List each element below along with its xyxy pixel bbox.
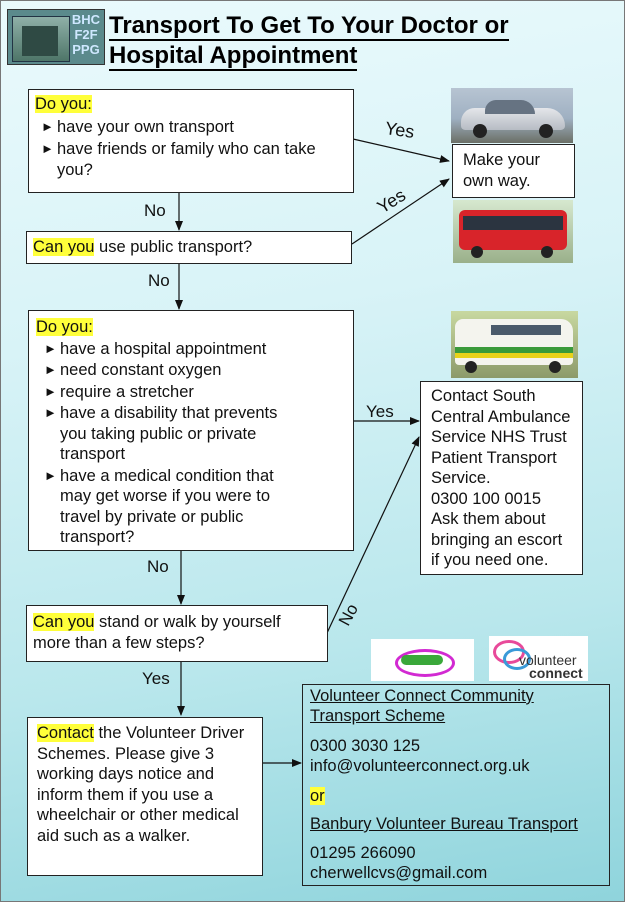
result-own-way: Make your own way. (452, 144, 575, 198)
list-item: need constant oxygen (44, 360, 304, 381)
ambulance-phone: 0300 100 0015 (431, 489, 542, 508)
question-medical-needs: Do you: have a hospital appointment need… (28, 310, 354, 551)
result-ambulance-service: Contact South Central Ambulance Service … (420, 381, 583, 575)
scheme-1-title: Volunteer Connect Community Transport Sc… (310, 687, 534, 725)
question-public-transport: Can you use public transport? (26, 231, 352, 264)
bhc-logo: BHC F2F PPG (7, 9, 105, 65)
list-item: have friends or family who can take you? (41, 139, 347, 180)
scheme-2-email: cherwellcvs@gmail.com (310, 864, 488, 882)
question-stand-or-walk: Can you stand or walk by yourself more t… (26, 605, 328, 662)
arrow-q1-own-way (352, 138, 450, 163)
page-title: Transport To Get To Your Doctor or Hospi… (109, 11, 509, 71)
question-highlight: Can you (33, 613, 95, 631)
result-text: Make your own way. (463, 151, 541, 190)
volunteer-connect-logo: volunteer connect (489, 636, 588, 681)
logo-text-line: BHC (71, 12, 101, 27)
bus-image (453, 200, 573, 263)
question-highlight: Can you (33, 238, 95, 256)
arrow-q4-ambulance (326, 436, 420, 634)
label-no: No (147, 557, 169, 576)
list-item: have a disability that prevents you taki… (44, 403, 304, 465)
question-text: use public transport? (94, 238, 253, 256)
title-line-1: Transport To Get To Your Doctor or (109, 12, 509, 41)
ambulance-image (451, 311, 578, 378)
label-no: No (144, 201, 166, 220)
car-image (451, 88, 573, 143)
label-yes: Yes (142, 669, 170, 688)
contact-highlight: Contact (37, 724, 94, 742)
transport-schemes: Volunteer Connect Community Transport Sc… (302, 684, 610, 886)
scheme-1-email: info@volunteerconnect.org.uk (310, 757, 530, 775)
question-heading: Do you: (35, 95, 92, 113)
list-item: have a hospital appointment (44, 339, 304, 360)
result-volunteer-driver: Contact the Volunteer Driver Schemes. Pl… (27, 717, 263, 876)
question-own-transport: Do you: have your own transport have fri… (28, 89, 354, 193)
or-label: or (310, 787, 325, 805)
logo-text-line: PPG (72, 42, 100, 57)
arrow-q2-own-way (351, 178, 450, 245)
ambulance-text: Contact South Central Ambulance Service … (431, 387, 571, 487)
logo-word: volunteer (519, 652, 577, 668)
scheme-1-phone: 0300 3030 125 (310, 737, 421, 755)
scheme-2-title: Banbury Volunteer Bureau Transport (310, 815, 578, 833)
contact-text: the Volunteer Driver Schemes. Please giv… (37, 724, 245, 845)
list-item: have your own transport (41, 117, 347, 138)
label-yes: Yes (366, 402, 394, 421)
list-item: have a medical condition that may get wo… (44, 466, 304, 548)
cherwell-cvs-logo (371, 639, 474, 681)
title-line-2: Hospital Appointment (109, 42, 358, 71)
list-item: require a stretcher (44, 382, 304, 403)
scheme-2-phone: 01295 266090 (310, 844, 416, 862)
label-yes: Yes (383, 118, 416, 142)
logo-word: connect (529, 665, 583, 681)
question-text: stand or walk by yourself more than a fe… (33, 613, 281, 652)
question-heading: Do you: (36, 318, 93, 336)
logo-text-line: F2F (74, 27, 98, 42)
label-no: No (148, 271, 170, 290)
ambulance-note: Ask them about bringing an escort if you… (431, 510, 563, 569)
